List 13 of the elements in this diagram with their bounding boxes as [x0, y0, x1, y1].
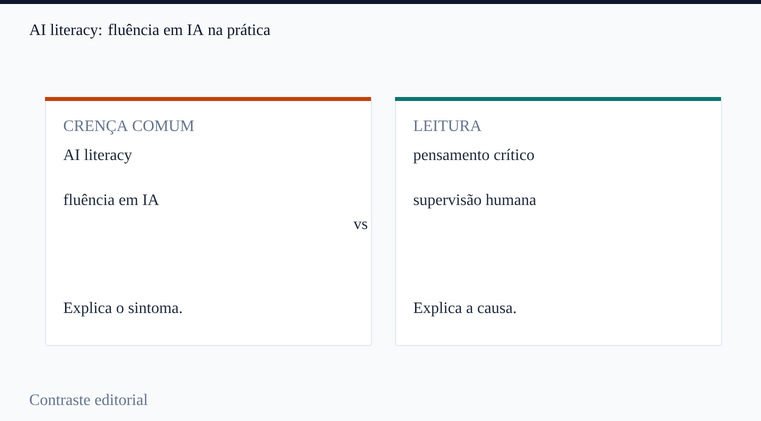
card-text: pensamento crítico [413, 148, 534, 164]
card [45, 97, 372, 346]
card-heading: LEITURA [414, 120, 482, 132]
caption: Contraste editorial [30, 394, 148, 406]
card-text: Explica a causa. [414, 302, 516, 316]
card-text: AI literacy [63, 148, 132, 164]
versus-label: vs [354, 221, 368, 230]
card-text: fluência em IA [64, 194, 160, 206]
card [395, 97, 722, 346]
card-heading: CRENÇA COMUM [64, 120, 194, 134]
title: AI literacy: fluência em IA na prática [29, 24, 270, 38]
card-text: Explica o sintoma. [64, 302, 182, 316]
card-text: supervisão humana [414, 194, 536, 208]
